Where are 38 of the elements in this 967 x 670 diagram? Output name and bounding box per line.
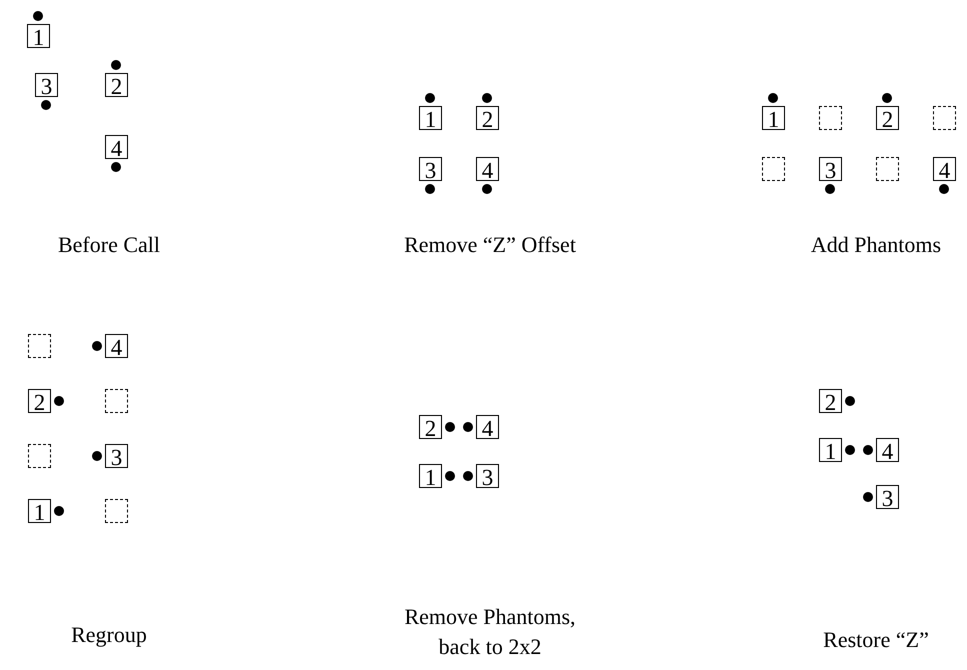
numbered-box: 2: [819, 389, 842, 413]
numbered-box: 1: [419, 464, 442, 488]
numbered-box: 2: [105, 73, 128, 97]
numbered-box: 1: [28, 499, 51, 523]
numbered-box: 4: [933, 157, 956, 181]
placeholder-box: [876, 157, 899, 181]
placeholder-box: [105, 499, 128, 523]
panel-caption: Regroup: [70, 621, 148, 649]
panel-caption: Remove “Z” Offset: [403, 231, 577, 259]
numbered-box: 1: [762, 106, 785, 130]
panel-caption: Restore “Z”: [822, 626, 930, 654]
numbered-box: 2: [419, 415, 442, 439]
numbered-box: 1: [27, 24, 50, 48]
placeholder-box: [819, 106, 842, 130]
numbered-box: 4: [105, 334, 128, 358]
numbered-box: 4: [476, 415, 499, 439]
panel-caption: Remove Phantoms, back to 2x2: [403, 603, 577, 661]
numbered-box: 3: [419, 157, 442, 181]
placeholder-box: [28, 334, 51, 358]
numbered-box: 3: [819, 157, 842, 181]
numbered-box: 3: [476, 464, 499, 488]
numbered-box: 1: [419, 106, 442, 130]
numbered-box: 3: [35, 73, 58, 97]
numbered-box: 3: [876, 485, 899, 509]
placeholder-box: [933, 106, 956, 130]
numbered-box: 2: [876, 106, 899, 130]
numbered-box: 2: [476, 106, 499, 130]
numbered-box: 4: [476, 157, 499, 181]
placeholder-box: [105, 389, 128, 413]
numbered-box: 4: [105, 135, 128, 159]
numbered-box: 2: [28, 389, 51, 413]
numbered-box: 3: [105, 444, 128, 468]
numbered-box: 1: [819, 438, 842, 462]
panel-caption: Add Phantoms: [810, 231, 942, 259]
placeholder-box: [762, 157, 785, 181]
placeholder-box: [28, 444, 51, 468]
panel-caption: Before Call: [56, 231, 162, 259]
numbered-box: 4: [876, 438, 899, 462]
